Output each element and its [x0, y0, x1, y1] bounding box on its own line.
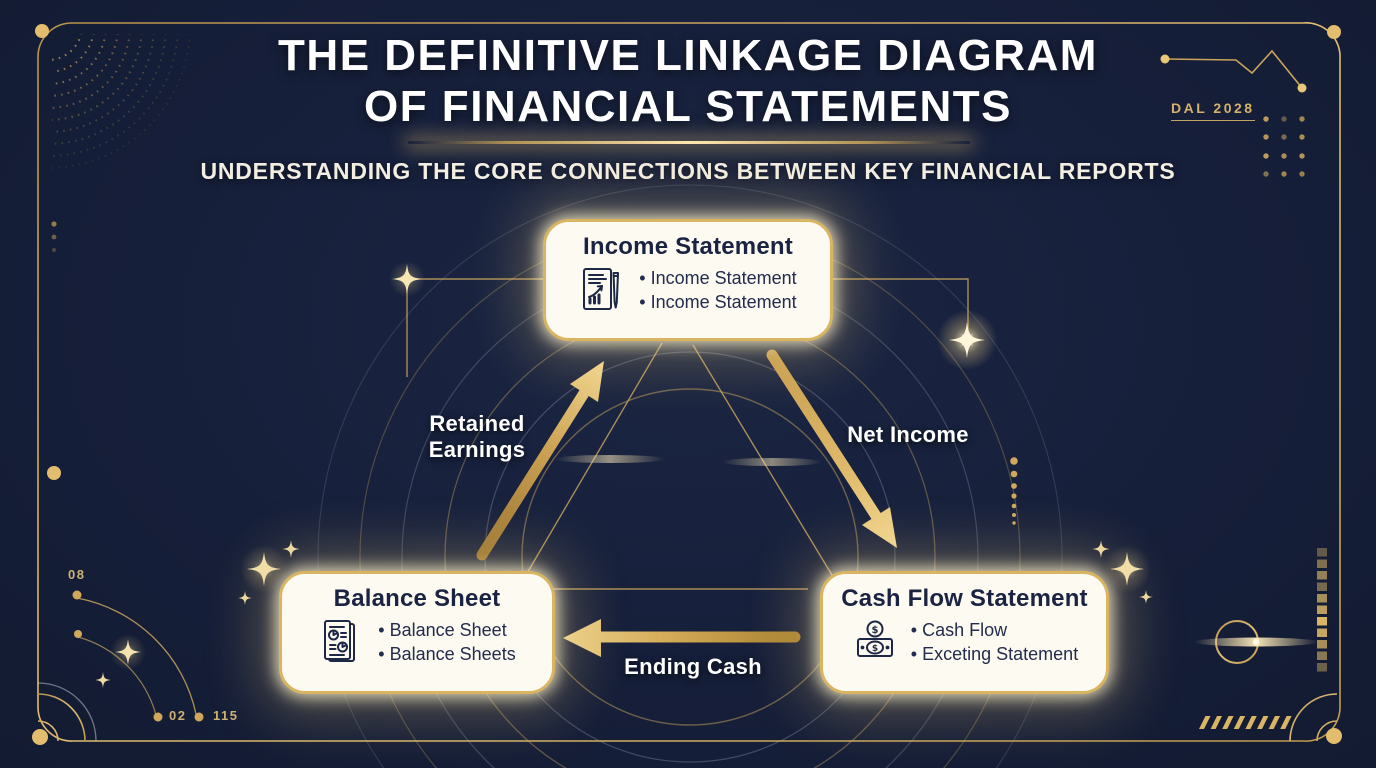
title-line2: OF FINANCIAL STATEMENTS: [363, 82, 1013, 131]
lens-flares: [555, 455, 822, 466]
hazard-slashes: [1199, 716, 1292, 729]
edge-label-net-income: Net Income: [847, 422, 969, 447]
label-line: Retained: [429, 411, 525, 436]
page-subtitle: UNDERSTANDING THE CORE CONNECTIONS BETWE…: [200, 158, 1176, 184]
corner-number-08: 08: [68, 567, 86, 582]
bullet-item: Income Statement: [639, 266, 797, 290]
corner-number-02: 02: [169, 708, 187, 723]
corner-tag-label: DAL 2028: [1171, 100, 1255, 121]
income-statement-report-pen-icon: [579, 266, 627, 314]
node-title-income: Income Statement: [583, 233, 793, 260]
bullet-item: Income Statement: [639, 290, 797, 314]
node-cash-flow-statement: Cash Flow Statement $ $ Cash Flow Exceti…: [820, 571, 1109, 694]
edge-label-retained-earnings: Retained Earnings: [393, 411, 561, 463]
node-title-cashflow: Cash Flow Statement: [841, 585, 1088, 612]
bullet-item: Balance Sheet: [378, 618, 515, 642]
label-line: Earnings: [428, 437, 526, 462]
bullet-item: Cash Flow: [911, 618, 1078, 642]
arrow-net-income: [766, 349, 897, 548]
node-income-statement: Income Statement Income Statement Income…: [543, 219, 833, 341]
ring-ornament: [1194, 620, 1318, 664]
corner-white-arc: [37, 682, 97, 742]
dot-grid: [1263, 116, 1305, 177]
balance-sheet-report-piechart-icon: [318, 618, 366, 666]
frame-corner-dots: [32, 24, 1342, 745]
left-dot-column: [51, 221, 57, 253]
cash-money-icon: $ $: [851, 618, 899, 666]
node-bullets-income: Income Statement Income Statement: [639, 266, 797, 314]
page-title: THE DEFINITIVE LINKAGE DIAGRAM OF FINANC…: [0, 30, 1376, 132]
node-title-balance: Balance Sheet: [333, 585, 501, 612]
arrow-ending-cash: [563, 619, 801, 657]
bullet-item: Balance Sheets: [378, 642, 516, 666]
svg-text:$: $: [872, 644, 878, 654]
node-bullets-balance: Balance Sheet Balance Sheets: [378, 618, 516, 666]
bullet-item: Exceting Statement: [911, 642, 1078, 666]
svg-text:$: $: [871, 625, 878, 636]
right-dotted-column: [1010, 457, 1018, 525]
zigzag-line: [1160, 49, 1307, 93]
node-bullets-cashflow: Cash Flow Exceting Statement: [911, 618, 1078, 666]
title-line1: THE DEFINITIVE LINKAGE DIAGRAM: [278, 31, 1098, 80]
corner-number-115: 115: [213, 708, 239, 723]
arrow-retained-earnings: [476, 361, 604, 561]
title-divider-flare: [408, 141, 970, 144]
edge-label-ending-cash: Ending Cash: [624, 654, 762, 679]
node-balance-sheet: Balance Sheet Balance Sheet Ba: [279, 571, 555, 694]
sparkle-stars: [95, 261, 1153, 688]
squares-column: [1317, 548, 1327, 672]
